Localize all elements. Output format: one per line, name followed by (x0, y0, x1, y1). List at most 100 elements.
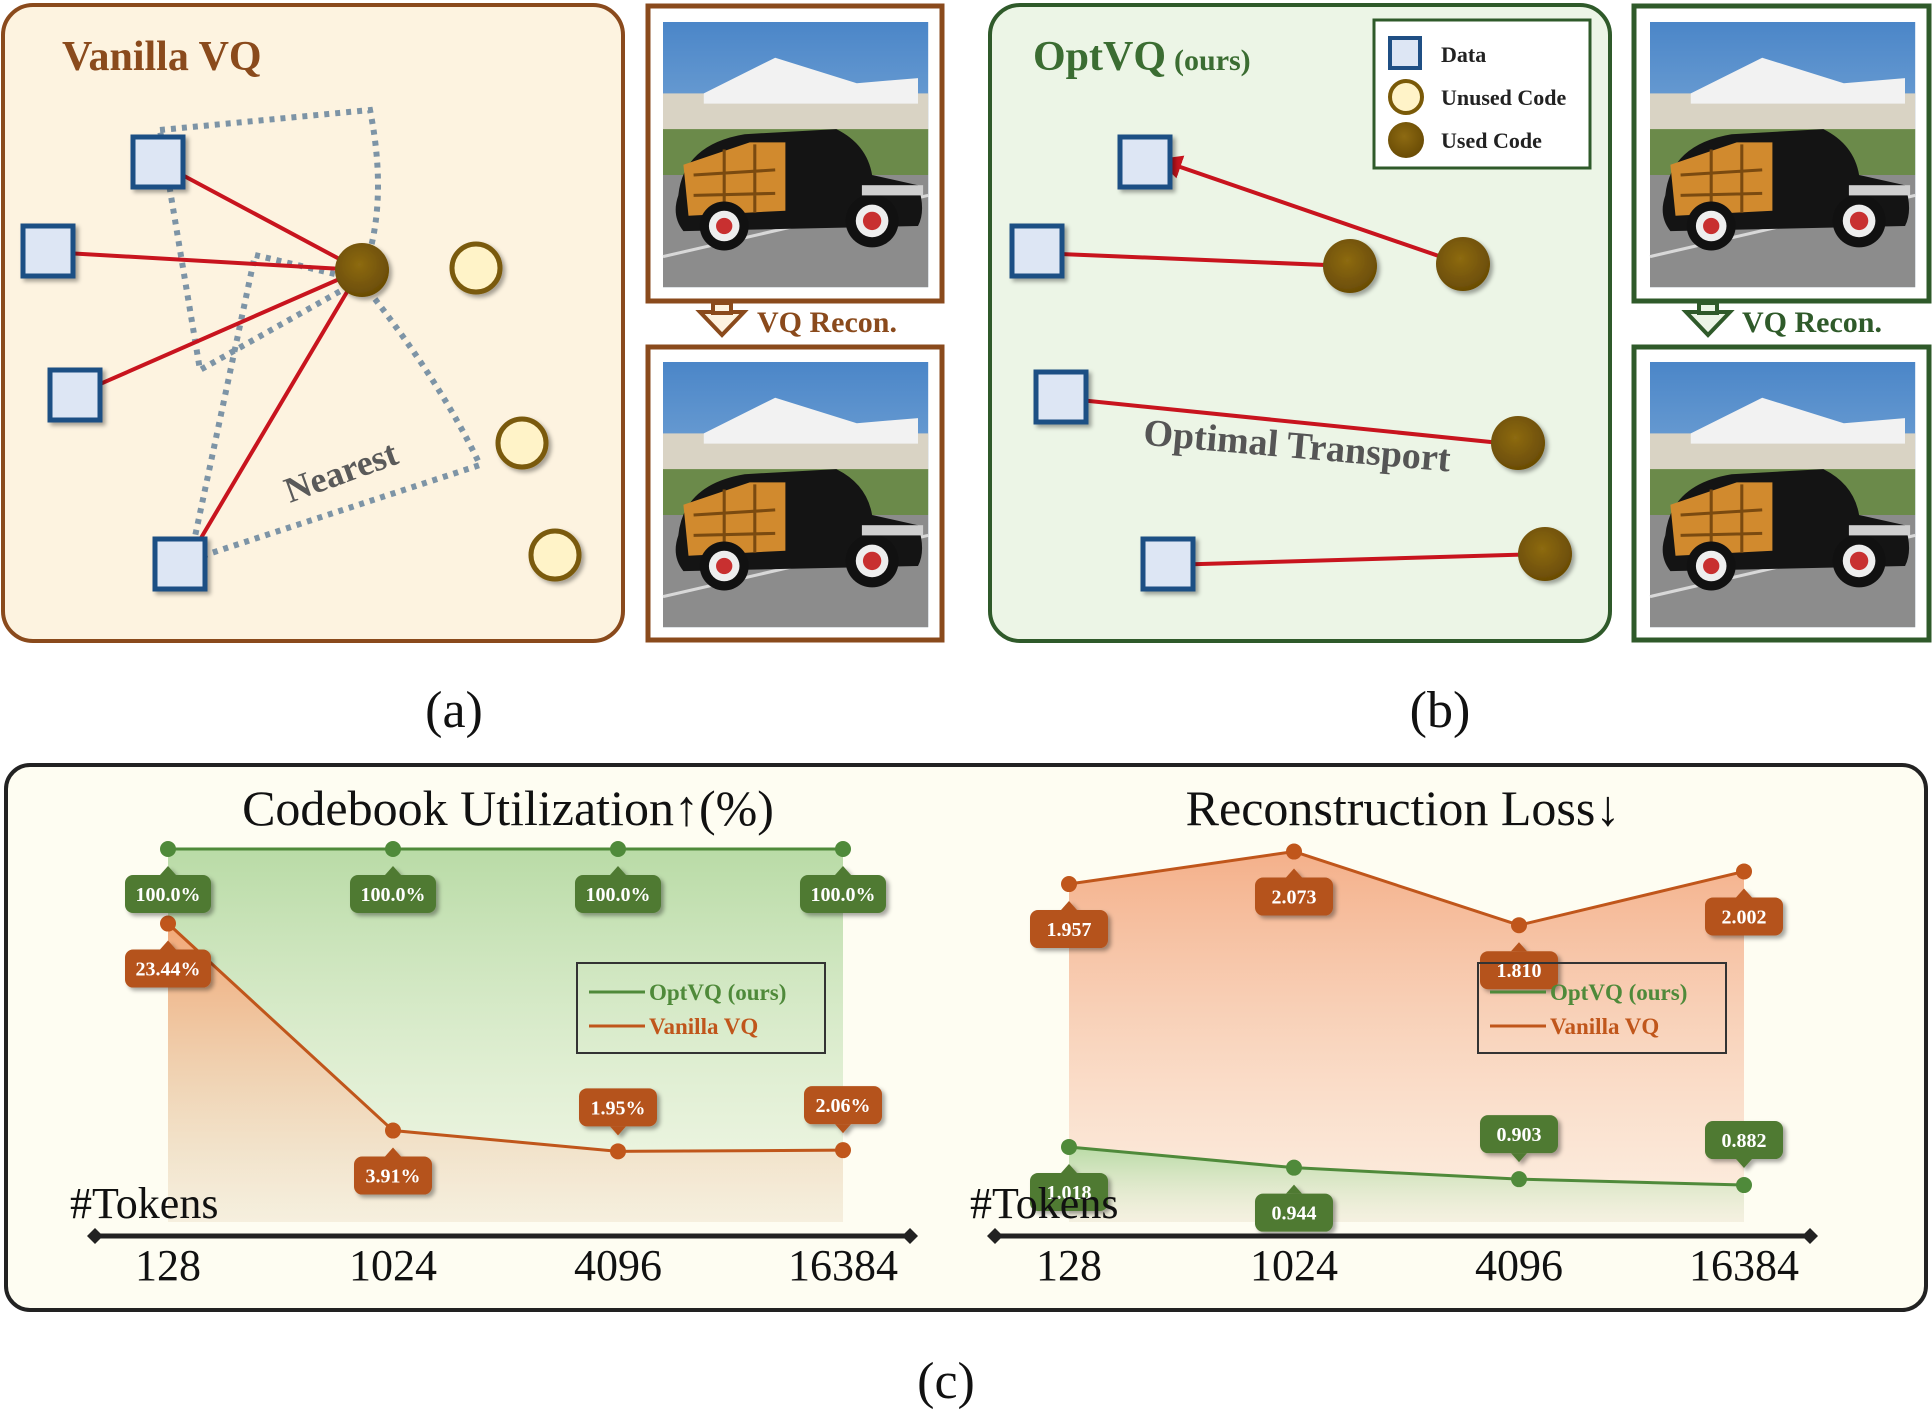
point-optvq (160, 841, 176, 857)
panel-a-frame (1, 3, 625, 643)
x-tick-label: 16384 (1689, 1241, 1799, 1290)
chart-codebook-utilization: Codebook Utilization↑(%) 100.0% 100.0% 100.… (70, 780, 918, 1290)
data-label-optvq-pointer (1061, 1163, 1077, 1173)
data-label-vanilla: 1.95% (579, 1088, 657, 1136)
data-label-optvq-pointer (1511, 1153, 1527, 1163)
recon-label-a: VQ Recon. (757, 306, 897, 339)
x-axis-end-left (87, 1228, 103, 1244)
data-label-vanilla-bg (1480, 951, 1558, 990)
data-label-optvq: 100.0% (125, 866, 211, 913)
data-label-vanilla: 2.002 (1705, 888, 1783, 936)
data-label-optvq: 100.0% (575, 866, 661, 913)
x-tick-label: 4096 (1475, 1241, 1563, 1290)
data-label-optvq-pointer (1736, 1159, 1752, 1169)
data-label-vanilla: 3.91% (354, 1147, 432, 1195)
data-label-optvq: 1.018 (1030, 1163, 1108, 1211)
data-label-vanilla-bg (354, 1156, 432, 1195)
chart-legend (1477, 962, 1727, 1054)
point-optvq (1736, 1177, 1752, 1194)
area-bottom (168, 923, 843, 1222)
panel-b-images: VQ Recon. (1631, 3, 1932, 643)
recon-label-b: VQ Recon. (1742, 306, 1882, 339)
legend-unused-icon (1388, 79, 1424, 115)
data-label-optvq: 100.0% (800, 866, 886, 913)
point-optvq (1286, 1159, 1302, 1176)
x-axis-end-right (1802, 1228, 1818, 1244)
point-vanilla (1061, 876, 1077, 893)
legend-unused-label: Unused Code (1441, 85, 1567, 110)
down-arrow-icon (1681, 310, 1735, 338)
data-label-vanilla: 1.957 (1030, 901, 1108, 949)
data-label-vanilla-bg (1030, 910, 1108, 949)
data-label-vanilla-text: 1.957 (1047, 919, 1092, 941)
x-tick-label: 1024 (349, 1241, 437, 1290)
data-label-optvq-pointer (1286, 1184, 1302, 1194)
transport-arrow (1057, 388, 1521, 447)
point-optvq (835, 841, 851, 857)
data-label-optvq: 0.882 (1705, 1121, 1783, 1169)
data-label-vanilla-text: 3.91% (366, 1166, 421, 1188)
point-optvq (1061, 1138, 1077, 1155)
x-axis-end-right (902, 1228, 918, 1244)
area-bottom (1069, 1146, 1744, 1222)
data-label-vanilla-pointer (1736, 888, 1752, 898)
legend-used-icon (1388, 122, 1424, 158)
data-label-optvq-bg (1705, 1121, 1783, 1160)
data-label-optvq-pointer (385, 866, 401, 875)
caption-b: (b) (1410, 682, 1471, 739)
down-arrow-stem (711, 301, 733, 315)
data-point (1009, 223, 1065, 279)
legend-label-optvq: OptVQ (ours) (1550, 980, 1687, 1005)
data-label-optvq-text: 100.0% (811, 884, 876, 906)
data-label-optvq-text: 1.018 (1047, 1182, 1092, 1204)
data-label-optvq-bg (350, 875, 436, 913)
data-label-vanilla-text: 2.073 (1272, 887, 1317, 909)
data-label-optvq-pointer (610, 866, 626, 875)
chart-title: Codebook Utilization↑(%) (242, 780, 774, 836)
data-point (130, 134, 186, 190)
caption-a: (a) (425, 682, 483, 739)
data-label-vanilla-text: 1.810 (1497, 960, 1542, 982)
data-label-optvq-text: 100.0% (361, 884, 426, 906)
data-label-optvq-pointer (160, 866, 176, 875)
data-label-vanilla-text: 1.95% (591, 1097, 646, 1119)
x-tick-label: 128 (135, 1241, 201, 1290)
panel-c: Codebook Utilization↑(%) 100.0% 100.0% 100.… (4, 763, 1928, 1312)
nearest-region-2 (185, 251, 485, 565)
data-label-vanilla-bg (1255, 877, 1333, 916)
used-code (1323, 239, 1377, 293)
data-label-vanilla-bg (804, 1086, 882, 1125)
data-label-optvq-text: 100.0% (586, 884, 651, 906)
data-label-vanilla-text: 23.44% (136, 959, 201, 981)
legend-used-label: Used Code (1441, 128, 1542, 153)
original-image (1648, 20, 1917, 289)
data-label-vanilla-bg (1705, 897, 1783, 936)
original-image (661, 20, 930, 289)
assign-arrow (72, 268, 361, 398)
data-label-vanilla: 2.073 (1255, 868, 1333, 916)
data-label-vanilla-pointer (160, 940, 176, 950)
series-line-vanilla (1068, 850, 1745, 927)
data-label-optvq-text: 0.882 (1722, 1130, 1767, 1152)
data-point (1033, 369, 1089, 425)
point-vanilla (610, 1143, 626, 1160)
data-label-vanilla-pointer (1286, 868, 1302, 878)
data-label-vanilla-pointer (385, 1147, 401, 1157)
caption-c: (c) (917, 1353, 975, 1410)
legend-data-label: Data (1441, 42, 1486, 67)
data-point (1140, 536, 1196, 592)
x-tick-label: 16384 (788, 1241, 898, 1290)
panel-a-images: VQ Recon. (645, 3, 945, 643)
point-vanilla (1736, 863, 1752, 880)
data-label-optvq-bg (1030, 1172, 1108, 1211)
data-label-vanilla-pointer (1061, 901, 1077, 911)
x-axis-label: #Tokens (70, 1179, 218, 1228)
used-code (335, 243, 389, 297)
x-axis-end-left (987, 1228, 1003, 1244)
data-label-optvq-text: 0.903 (1497, 1124, 1542, 1146)
assign-arrow (45, 241, 361, 272)
nearest-region-1 (156, 106, 381, 375)
used-code (1518, 527, 1572, 581)
data-label-optvq-bg (800, 875, 886, 913)
